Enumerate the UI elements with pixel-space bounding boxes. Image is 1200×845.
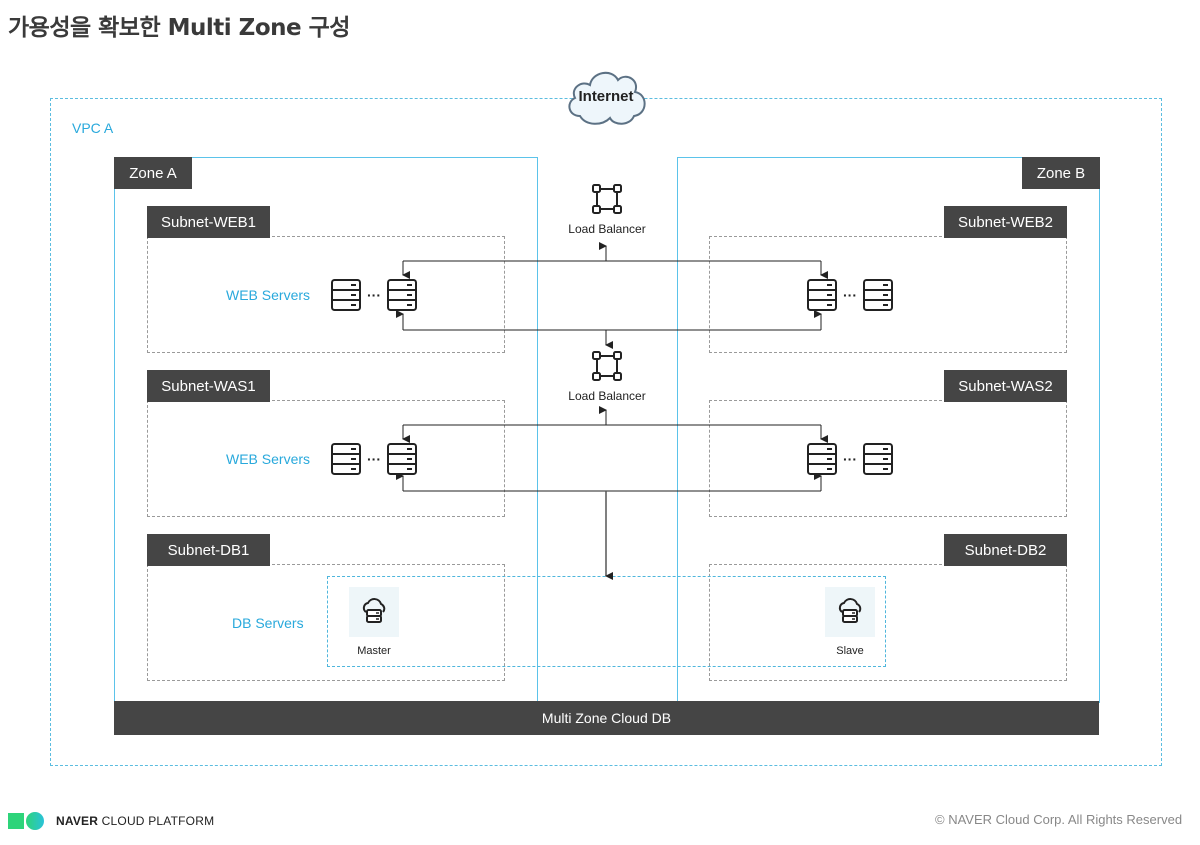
- multi-zone-cloud-db-bar: Multi Zone Cloud DB: [114, 701, 1099, 735]
- server-icon[interactable]: [863, 279, 893, 311]
- cloud-db-icon: [838, 598, 862, 623]
- web-servers-label: WEB Servers: [226, 287, 311, 303]
- ellipsis: ···: [367, 451, 381, 467]
- web-servers-zone-a: ···: [331, 279, 417, 311]
- subnet-was1: [147, 400, 505, 517]
- brand-square-icon: [8, 813, 24, 829]
- ellipsis: ···: [367, 287, 381, 303]
- ellipsis: ···: [843, 287, 857, 303]
- master-label: Master: [357, 645, 391, 657]
- subnet-web2-label: Subnet-WEB2: [944, 206, 1067, 238]
- was-servers-label: WEB Servers: [226, 451, 311, 467]
- brand-name-rest: CLOUD PLATFORM: [101, 814, 215, 828]
- server-icon[interactable]: [863, 443, 893, 475]
- subnet-db1-label: Subnet-DB1: [147, 534, 270, 566]
- load-balancer-icon: [592, 351, 622, 381]
- subnet-db1: [147, 564, 505, 681]
- slave-label: Slave: [836, 645, 864, 657]
- slave-db[interactable]: [825, 587, 875, 637]
- server-icon[interactable]: [387, 279, 417, 311]
- zone-a-label: Zone A: [114, 157, 192, 189]
- subnet-web2: [709, 236, 1067, 353]
- server-icon[interactable]: [807, 443, 837, 475]
- subnet-was2-label: Subnet-WAS2: [944, 370, 1067, 402]
- copyright: © NAVER Cloud Corp. All Rights Reserved: [935, 812, 1183, 827]
- was-servers-zone-a: ···: [331, 443, 417, 475]
- brand-name-bold: NAVER: [56, 814, 99, 828]
- ellipsis: ···: [843, 451, 857, 467]
- subnet-was1-label: Subnet-WAS1: [147, 370, 270, 402]
- server-icon[interactable]: [387, 443, 417, 475]
- vpc-label: VPC A: [72, 120, 114, 136]
- load-balancer-icon: [592, 184, 622, 214]
- load-balancer-2[interactable]: [591, 350, 623, 387]
- page-title: 가용성을 확보한 Multi Zone 구성: [8, 15, 350, 41]
- db-servers-label: DB Servers: [232, 615, 304, 631]
- server-icon[interactable]: [331, 279, 361, 311]
- brand-circle-icon: [26, 812, 44, 830]
- load-balancer-1-label: Load Balancer: [568, 222, 646, 236]
- web-servers-zone-b: ···: [807, 279, 893, 311]
- was-servers-zone-b: ···: [807, 443, 893, 475]
- cloud-db-icon: [362, 598, 386, 623]
- internet-label: Internet: [578, 88, 634, 105]
- subnet-web1: [147, 236, 505, 353]
- brand-logo: NAVER CLOUD PLATFORM: [8, 812, 214, 830]
- subnet-web1-label: Subnet-WEB1: [147, 206, 270, 238]
- internet-node[interactable]: Internet: [562, 66, 650, 128]
- load-balancer-1[interactable]: [591, 183, 623, 220]
- server-icon[interactable]: [807, 279, 837, 311]
- subnet-db2: [709, 564, 1067, 681]
- zone-b-label: Zone B: [1022, 157, 1100, 189]
- load-balancer-2-label: Load Balancer: [568, 389, 646, 403]
- master-db[interactable]: [349, 587, 399, 637]
- server-icon[interactable]: [331, 443, 361, 475]
- subnet-was2: [709, 400, 1067, 517]
- subnet-db2-label: Subnet-DB2: [944, 534, 1067, 566]
- cloud-icon: [568, 71, 646, 125]
